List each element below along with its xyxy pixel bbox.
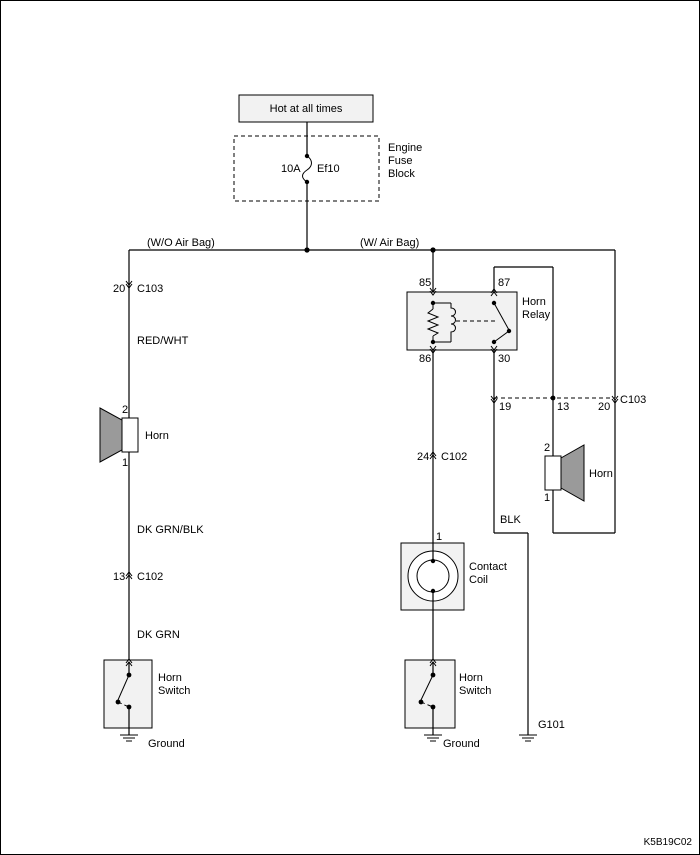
left-c102-name: C102 <box>137 571 163 583</box>
relay-pin-30: 30 <box>498 353 510 365</box>
fuse-name: Ef10 <box>317 163 340 175</box>
relay-coil <box>450 303 456 342</box>
power-source-label: Hot at all times <box>270 103 343 115</box>
left-c102-pin: 13 <box>113 571 125 583</box>
right-c103-name: C103 <box>620 394 646 406</box>
left-switch-label-2: Switch <box>158 685 190 697</box>
right-horn-pin-1: 1 <box>544 492 550 504</box>
contact-coil-label-2: Coil <box>469 574 488 586</box>
right-switch-label-1: Horn <box>459 672 483 684</box>
right-ground-symbol <box>424 734 442 742</box>
left-horn-pin-2: 2 <box>122 404 128 416</box>
left-c103-name: C103 <box>137 283 163 295</box>
g101-ground-symbol <box>519 734 537 742</box>
left-ground-label: Ground <box>148 738 185 750</box>
fuse-block-label-1: Engine <box>388 142 422 154</box>
right-c102-pin: 24 <box>417 451 429 463</box>
figure-code: K5B19C02 <box>644 837 693 848</box>
right-c102-name: C102 <box>441 451 467 463</box>
relay-resistor <box>426 308 440 337</box>
right-c103-pin-19: 19 <box>499 401 511 413</box>
right-ground-label: Ground <box>443 738 480 750</box>
left-wire-color-3: DK GRN <box>137 629 180 641</box>
left-horn-switch <box>103 659 153 729</box>
power-source-box <box>238 94 374 123</box>
left-horn-pin-1: 1 <box>122 457 128 469</box>
relay-label-1: Horn <box>522 296 546 308</box>
branch-label-without-airbag: (W/O Air Bag) <box>147 237 215 249</box>
fuse-rating: 10A <box>281 163 301 175</box>
contact-coil-label-1: Contact <box>469 561 507 573</box>
right-horn <box>544 444 585 502</box>
right-horn-switch <box>404 659 456 729</box>
branch-label-with-airbag: (W/ Air Bag) <box>360 237 419 249</box>
relay-pin-85: 85 <box>419 277 431 289</box>
relay-label-2: Relay <box>522 309 551 321</box>
left-ground-symbol <box>120 734 138 742</box>
relay-pin-87: 87 <box>498 277 510 289</box>
left-wire-color-2: DK GRN/BLK <box>137 524 204 536</box>
horn-relay <box>406 291 518 351</box>
g101-label: G101 <box>538 719 565 731</box>
left-wire-color-1: RED/WHT <box>137 335 189 347</box>
right-switch-label-2: Switch <box>459 685 491 697</box>
left-horn <box>99 407 139 463</box>
fuse-symbol <box>302 155 312 183</box>
right-c103-pin-13: 13 <box>557 401 569 413</box>
left-switch-label-1: Horn <box>158 672 182 684</box>
left-c103-pin: 20 <box>113 283 125 295</box>
fuse-block-label-2: Fuse <box>388 155 412 167</box>
relay-pin-86: 86 <box>419 353 431 365</box>
contact-coil-pin: 1 <box>436 531 442 543</box>
right-ground-wire-color: BLK <box>500 514 521 526</box>
fuse-block-label-3: Block <box>388 168 415 180</box>
left-horn-label: Horn <box>145 430 169 442</box>
right-horn-label: Horn <box>589 468 613 480</box>
contact-coil-inner-ring <box>416 559 450 593</box>
right-c103-pin-20: 20 <box>598 401 610 413</box>
right-horn-pin-2: 2 <box>544 442 550 454</box>
